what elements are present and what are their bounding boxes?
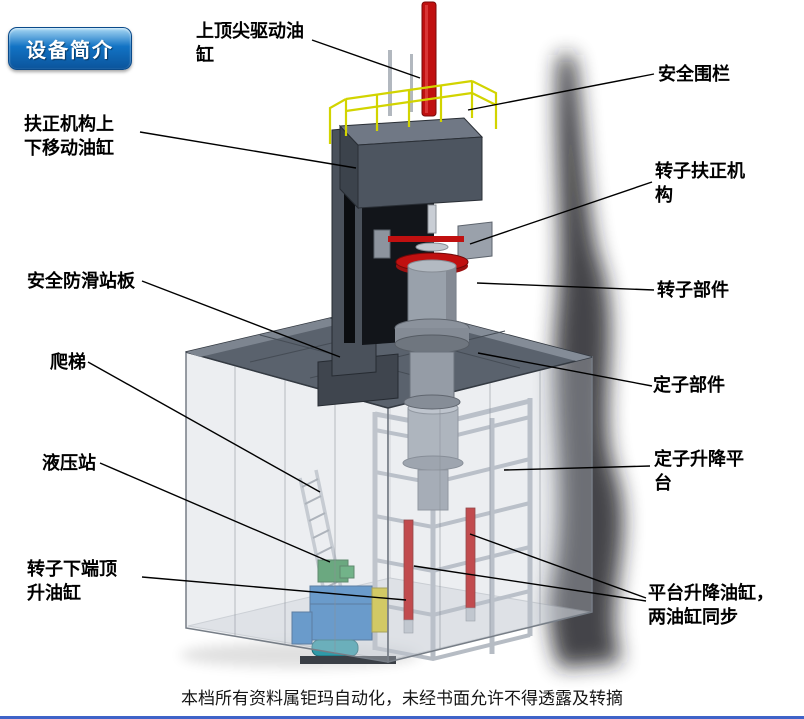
leader-platform-lift-a	[469, 533, 647, 599]
leader-anti-slip-platform	[141, 280, 341, 358]
leader-stator-component	[477, 352, 653, 387]
platform-lift-cylinders	[403, 507, 476, 634]
label-ladder: 爬梯	[50, 352, 86, 373]
leader-lines	[87, 39, 655, 602]
label-rotor-bottom-jack-cylinder: 转子下端顶升油缸	[27, 559, 117, 604]
safety-fence-railing	[328, 79, 498, 144]
leader-hydraulic-station	[99, 462, 331, 563]
label-rotor-component: 转子部件	[657, 280, 729, 301]
title-badge: 设备简介	[8, 27, 132, 70]
confidentiality-footer: 本档所有资料属钜玛自动化，未经书面允许不得透露及转摘	[181, 689, 623, 709]
label-hydraulic-station: 液压站	[42, 453, 96, 474]
rotor-assembly	[373, 204, 493, 410]
label-top-drive-cylinder: 上顶尖驱动油缸	[196, 21, 304, 66]
label-safety-fence: 安全围栏	[658, 64, 730, 85]
leader-centering-cylinder	[139, 131, 357, 169]
leader-stator-lift-platform	[503, 465, 651, 471]
label-platform-lift-cylinders: 平台升降油缸，两油缸同步	[648, 583, 774, 628]
bottom-rule	[0, 716, 804, 719]
leader-platform-lift-b	[413, 565, 647, 602]
leader-safety-fence	[467, 73, 655, 111]
label-centering-updown-cylinder: 扶正机构上下移动油缸	[24, 114, 114, 159]
label-stator-component: 定子部件	[653, 375, 725, 396]
label-anti-slip-platform: 安全防滑站板	[27, 271, 135, 292]
leader-rotor-centering	[469, 181, 653, 245]
label-stator-lift-platform: 定子升降平台	[654, 449, 744, 494]
leader-rotor-component	[476, 282, 655, 291]
leader-top-drive-cylinder	[311, 39, 421, 79]
label-rotor-centering-mechanism: 转子扶正机构	[655, 161, 745, 206]
leader-rotor-jack-cylinder	[141, 576, 407, 601]
leader-ladder	[87, 361, 321, 493]
